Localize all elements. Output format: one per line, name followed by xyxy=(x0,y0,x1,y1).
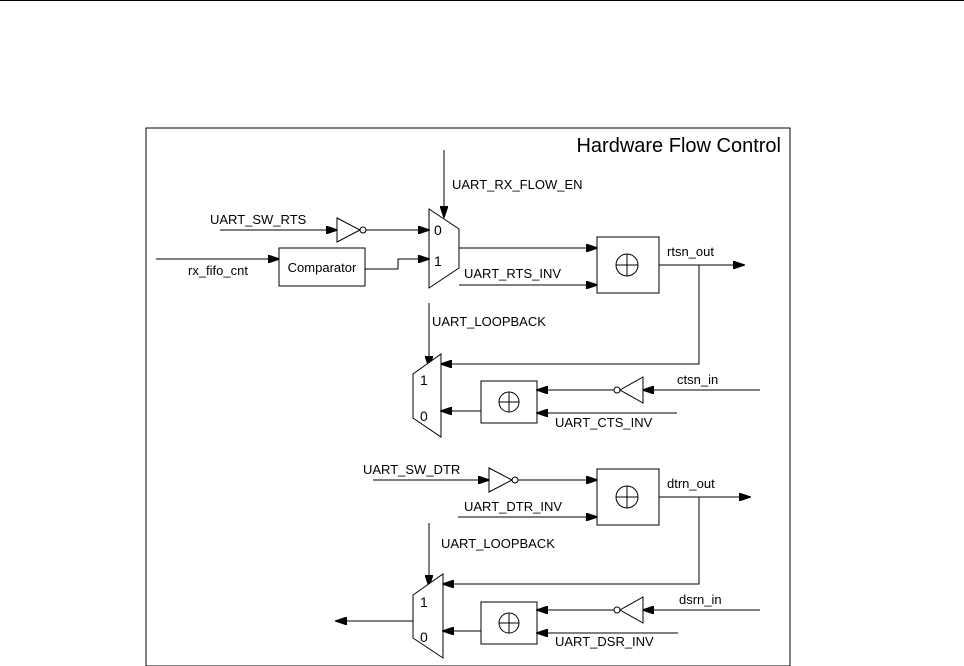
xor-icon xyxy=(615,485,639,509)
inverter-bubble-icon xyxy=(613,606,621,614)
mux-cts-input-1: 1 xyxy=(420,372,428,388)
label-loopback-2: UART_LOOPBACK xyxy=(441,536,555,551)
inverter-bubble-icon xyxy=(613,386,621,394)
label-ctsn-in: ctsn_in xyxy=(677,372,718,387)
comparator-label: Comparator xyxy=(288,260,357,275)
mux-dsr-input-1: 1 xyxy=(420,594,428,610)
inverter-bubble-icon xyxy=(359,226,367,234)
mux-dsr-input-0: 0 xyxy=(420,629,428,645)
inverter-sw-dtr-icon xyxy=(488,467,514,493)
inverter-sw-rts-icon xyxy=(336,217,362,243)
mux-rts-select xyxy=(428,208,460,289)
mux-rts-input-0: 0 xyxy=(434,222,442,238)
inverter-ctsn-icon xyxy=(618,376,644,404)
inverter-dsrn-icon xyxy=(618,596,644,624)
label-sw-rts: UART_SW_RTS xyxy=(210,212,307,227)
wire-dtr-loopback xyxy=(443,497,700,584)
label-dsrn-in: dsrn_in xyxy=(679,592,722,607)
mux-rts-input-1: 1 xyxy=(434,253,442,269)
wire-comparator-to-mux1 xyxy=(365,259,429,270)
comparator-block xyxy=(278,247,366,287)
mux-dsr-select xyxy=(412,573,444,659)
label-rx-fifo-cnt: rx_fifo_cnt xyxy=(188,263,248,278)
label-rx-flow-en: UART_RX_FLOW_EN xyxy=(452,177,583,192)
mux-cts-select xyxy=(412,353,442,438)
label-rts-inv: UART_RTS_INV xyxy=(464,266,561,281)
wire-rts-loopback xyxy=(441,265,700,364)
label-cts-inv: UART_CTS_INV xyxy=(555,415,653,430)
label-dtr-inv: UART_DTR_INV xyxy=(464,499,562,514)
label-rtsn-out: rtsn_out xyxy=(667,244,714,259)
xor-icon xyxy=(498,612,520,634)
mux-cts-input-0: 0 xyxy=(420,408,428,424)
xor-icon xyxy=(498,391,520,413)
page-top-rule xyxy=(0,0,964,1)
diagram-frame xyxy=(145,127,791,666)
label-loopback-1: UART_LOOPBACK xyxy=(432,314,546,329)
label-sw-dtr: UART_SW_DTR xyxy=(363,462,460,477)
diagram-title: Hardware Flow Control xyxy=(576,135,781,157)
label-dsr-inv: UART_DSR_INV xyxy=(555,634,654,649)
label-dtrn-out: dtrn_out xyxy=(667,476,715,491)
xor-icon xyxy=(615,253,639,277)
inverter-bubble-icon xyxy=(511,476,519,484)
